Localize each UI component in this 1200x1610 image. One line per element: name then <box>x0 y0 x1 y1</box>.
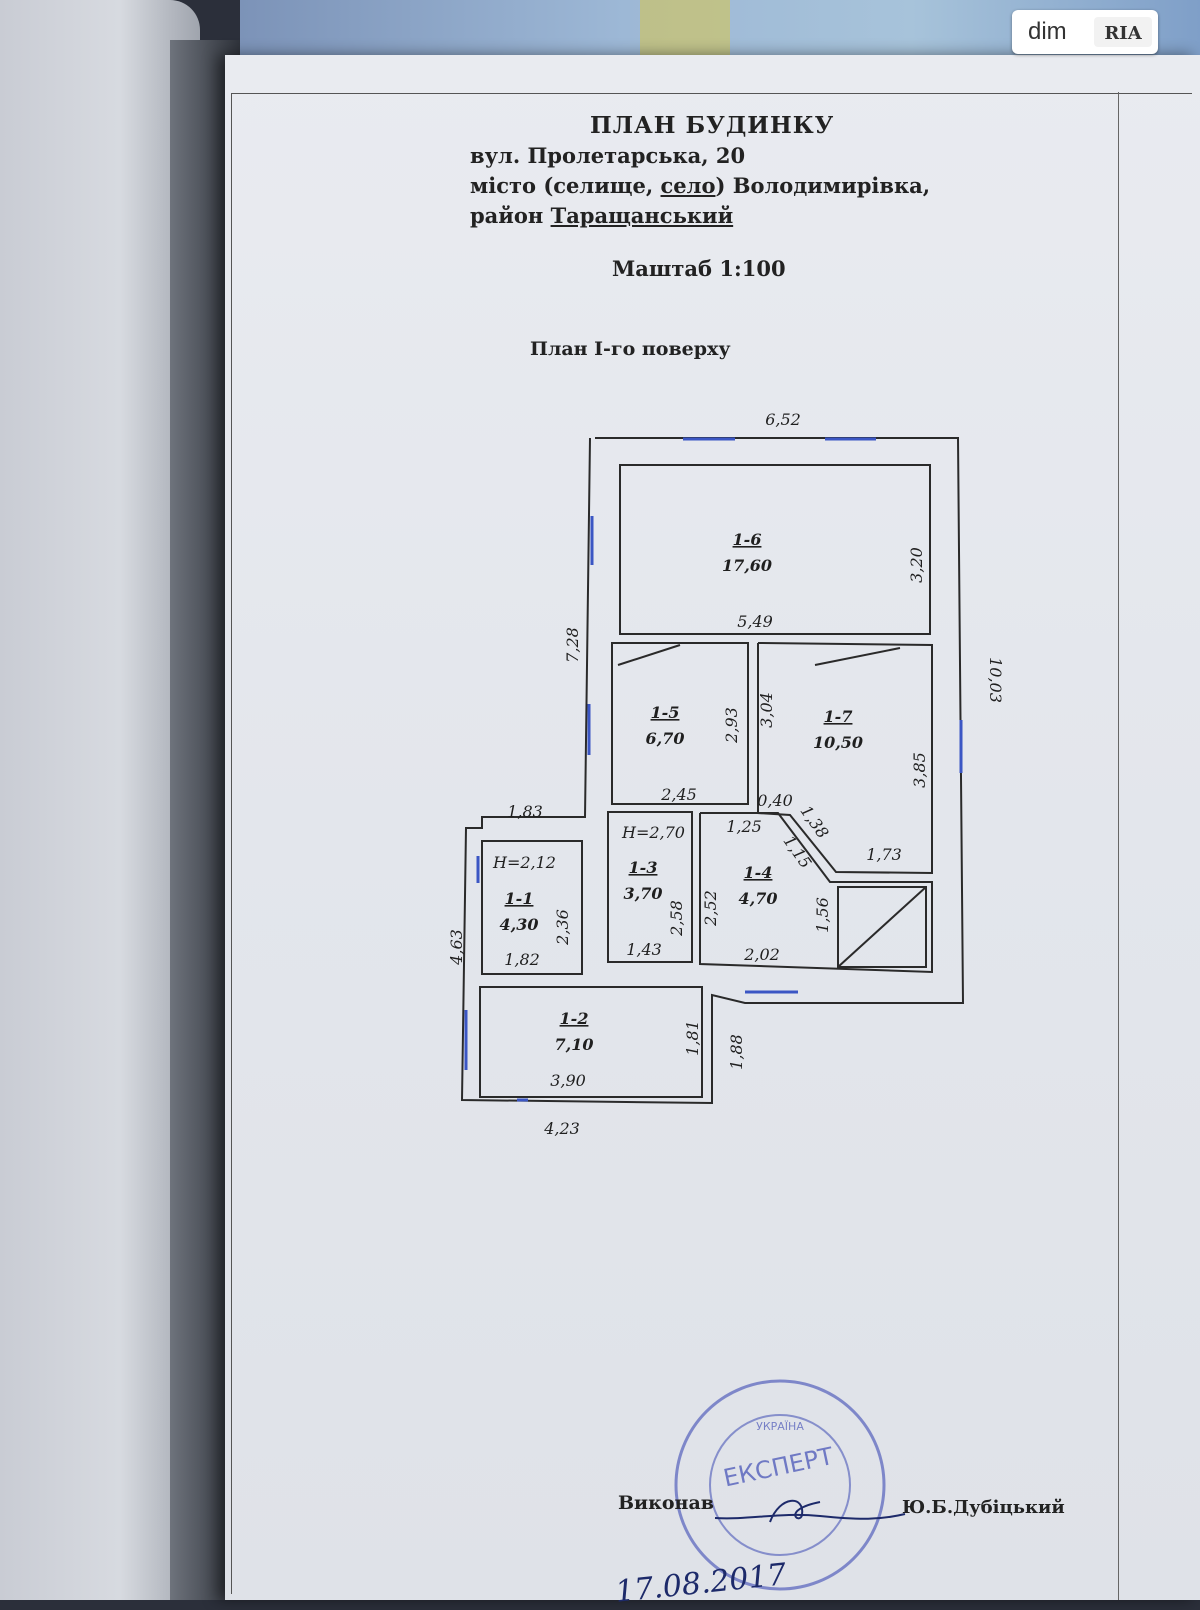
watermark-ria-logo: RIA <box>1094 17 1152 47</box>
page-frame <box>231 93 1192 1594</box>
dim-bottom-overall: 4,23 <box>543 1119 580 1138</box>
room-1-3-id: 1-3 <box>629 858 658 877</box>
room-1-4-id: 1-4 <box>744 863 773 882</box>
dim-room11-height: 2,36 <box>553 909 572 946</box>
dim-room14-top: 1,25 <box>726 817 762 836</box>
dim-room14-diag: 1,15 <box>780 832 816 872</box>
room-1-4-outline <box>699 812 933 974</box>
handwritten-signature <box>714 1499 906 1523</box>
background-cover-stripe <box>640 0 730 60</box>
dim-room15-bottom: 2,45 <box>660 785 697 804</box>
room-1-1-outline <box>481 840 583 975</box>
dim-diag-short: 0,40 <box>757 791 793 810</box>
room-1-1-area: 4,30 <box>500 915 539 934</box>
dim-right-lower: 1,88 <box>727 1034 746 1070</box>
room-1-7-id: 1-7 <box>824 707 853 726</box>
stamp-country: УКРАЇНА <box>756 1420 804 1433</box>
executor-label: Виконав <box>618 1492 714 1514</box>
room-1-3-outline <box>607 811 693 963</box>
stair-diagonal <box>837 886 927 968</box>
dim-diag-mid: 1,38 <box>797 802 833 842</box>
room-1-4-area: 4,70 <box>739 889 778 908</box>
room-1-2-id: 1-2 <box>560 1009 589 1028</box>
street-address: вул. Пролетарська, 20 <box>470 143 746 168</box>
district-underlined: Таращанський <box>550 203 734 228</box>
page-frame-right <box>1118 92 1119 1600</box>
watermark-ria-text: RIA <box>1104 23 1142 44</box>
stamp-inner-ring <box>709 1414 851 1556</box>
floor-plan-walls <box>460 437 965 1105</box>
dim-room14-height: 2,52 <box>701 890 720 927</box>
dim-room12-width: 3,90 <box>550 1071 586 1090</box>
dim-room12-height: 1,81 <box>683 1020 702 1056</box>
dim-room13-height: 2,58 <box>667 900 686 937</box>
room-1-5-id: 1-5 <box>651 703 680 722</box>
room-1-5-outline <box>611 642 749 805</box>
city-suffix: ) Володимирівка, <box>715 173 931 198</box>
dim-room16-height: 3,20 <box>907 547 926 583</box>
stair-box <box>837 886 927 968</box>
city-prefix: місто (селище, <box>470 173 661 198</box>
left-book-page <box>0 0 200 1600</box>
room-1-2-area: 7,10 <box>555 1035 594 1054</box>
document-title: ПЛАН БУДИНКУ <box>590 112 835 139</box>
dim-room14-stair: 1,56 <box>813 897 832 933</box>
dim-top-overall: 6,52 <box>765 410 801 429</box>
door-swing-1-5 <box>617 644 681 666</box>
dim-right-overall: 10,03 <box>986 657 1005 703</box>
dim-room13-width: 1,43 <box>626 940 662 959</box>
room-1-5-area: 6,70 <box>646 729 685 748</box>
executor-name: Ю.Б.Дубіцький <box>902 1497 1065 1518</box>
room-1-6-id: 1-6 <box>733 530 762 549</box>
room-1-7-area: 10,50 <box>813 733 863 752</box>
room-1-1-id: 1-1 <box>505 889 534 908</box>
height-label-1-1: Н=2,12 <box>492 853 556 872</box>
dim-room17-left: 3,04 <box>757 692 776 728</box>
dim-room14-bottom: 2,02 <box>743 945 780 964</box>
room-1-2-outline <box>479 986 703 1098</box>
dim-room11-width: 1,82 <box>504 950 540 969</box>
height-label-1-3: Н=2,70 <box>621 823 685 842</box>
district-line: район Таращанський <box>470 203 733 228</box>
city-underlined: село <box>660 173 716 198</box>
dim-left-upper: 7,28 <box>563 627 582 663</box>
watermark-logo: dim RIA <box>1012 10 1158 54</box>
official-stamp: УКРАЇНА ЕКСПЕРТ <box>674 1379 886 1591</box>
room-1-3-area: 3,70 <box>624 884 663 903</box>
city-line: місто (селище, село) Володимирівка, <box>470 173 930 198</box>
dim-left-notch: 1,83 <box>507 802 543 821</box>
watermark-dim: dim <box>1028 18 1067 45</box>
stamp-text: ЕКСПЕРТ <box>721 1442 836 1493</box>
dim-room17-right: 3,85 <box>910 752 929 788</box>
floor-plan-label: План І-го поверху <box>530 338 731 360</box>
dim-room15-height: 2,93 <box>722 707 741 744</box>
stamp-outer-ring <box>674 1379 886 1591</box>
scale-label: Маштаб 1:100 <box>612 256 786 281</box>
door-swing-1-7 <box>814 647 901 666</box>
room-1-6-area: 17,60 <box>722 556 772 575</box>
dim-room16-width: 5,49 <box>737 612 773 631</box>
room-1-6-outline <box>619 464 931 635</box>
dim-room17-bottom: 1,73 <box>866 845 902 864</box>
district-prefix: район <box>470 203 551 228</box>
document-page <box>225 55 1200 1600</box>
dim-left-overall: 4,63 <box>447 929 466 966</box>
windows <box>464 437 963 1102</box>
